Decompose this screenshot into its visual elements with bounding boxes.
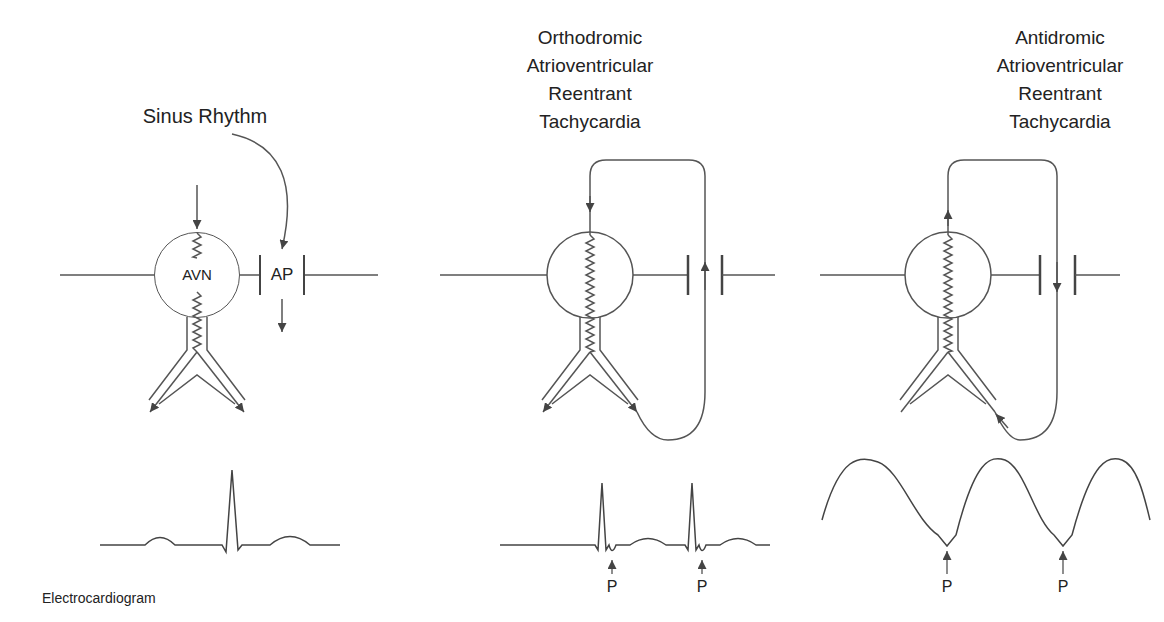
conduction-zigzag [944, 235, 952, 352]
atrial-line [440, 274, 547, 276]
atrial-connector [240, 274, 259, 276]
ecg-trace [100, 470, 340, 552]
node-text: AVN [180, 267, 214, 284]
p-wave-label: P [1058, 577, 1069, 596]
atrial-line [633, 274, 688, 276]
p-wave-label: P [697, 577, 708, 596]
conduction-zigzag [193, 233, 201, 258]
loop-arrow [704, 262, 706, 290]
p-wave-label: P [607, 577, 618, 596]
sinus-curve-arrow [232, 134, 288, 249]
atrial-line [305, 274, 378, 276]
p-wave-pointer [1062, 551, 1063, 574]
atrial-line [1075, 274, 1120, 276]
panel-title: Sinus Rhythm [143, 104, 268, 128]
atrial-line [991, 274, 1040, 276]
loop-arrow [947, 210, 949, 226]
conduction-zigzag [193, 292, 201, 352]
bundle-outline [159, 375, 235, 404]
p-wave-pointer [946, 551, 947, 574]
bundle-branch [197, 352, 244, 412]
ecg-caption: Electrocardiogram [42, 590, 156, 607]
av-node-circle: AVN [154, 232, 240, 318]
p-wave-pointer [611, 560, 612, 574]
atrial-line [820, 274, 905, 276]
bundle-branch [948, 352, 995, 412]
conduction-zigzag [586, 235, 594, 352]
node-text: AP [269, 266, 296, 285]
pathway-arrow [281, 299, 283, 332]
ecg-trace [500, 483, 770, 551]
atrial-line [722, 274, 775, 276]
panel-title: Orthodromic Atrioventricular Reentrant T… [527, 24, 654, 136]
bundle-branch [150, 352, 197, 412]
p-wave-label: P [942, 577, 953, 596]
bundle-outline [910, 375, 986, 404]
pathway-bar [687, 255, 690, 295]
ecg-trace [822, 459, 1150, 546]
loop-arrow [589, 196, 591, 212]
pathway-bar [1039, 255, 1042, 295]
panel-title: Antidromic Atrioventricular Reentrant Ta… [997, 24, 1124, 136]
atrial-line [60, 274, 154, 276]
bundle-branch [901, 352, 948, 412]
accessory-pathway: AP [259, 255, 305, 295]
bundle-outline [552, 375, 628, 404]
p-wave-pointer [701, 560, 702, 574]
bundle-branch [590, 352, 637, 412]
bundle-branch [543, 352, 590, 412]
reentry-loop [590, 160, 705, 440]
reentry-loop [948, 160, 1057, 440]
sinus-arrow [196, 185, 198, 229]
loop-arrow [996, 414, 1008, 428]
loop-arrow [1056, 262, 1058, 292]
